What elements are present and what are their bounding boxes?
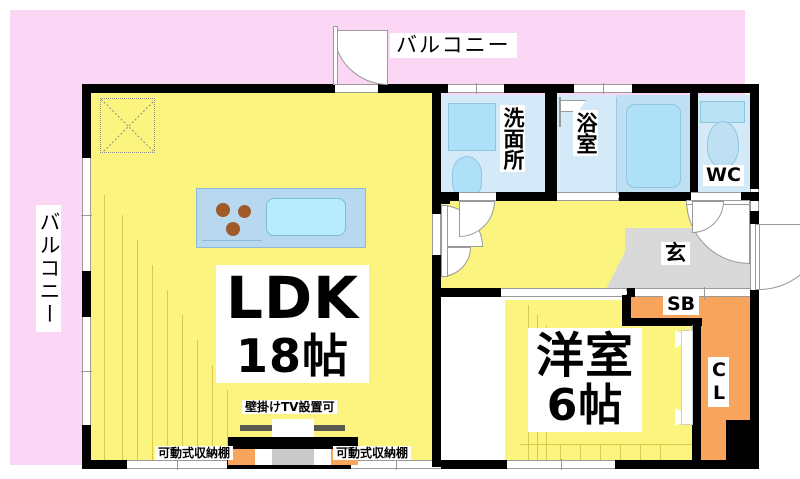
bedroom-window-bottom[interactable] — [507, 459, 615, 470]
wall-top-ldk-left — [90, 84, 335, 93]
ldk-window-bottom-left[interactable] — [127, 459, 227, 470]
wall-below-washroom — [441, 192, 459, 201]
washroom-label: 洗面所 — [500, 105, 525, 172]
tv-cabinet-top — [228, 437, 358, 449]
wall-ldk-right-upper — [432, 84, 441, 214]
ldk-name: LDK — [226, 264, 360, 332]
storage-note-left: 可動式収納棚 — [155, 446, 234, 460]
closet-foot — [700, 420, 726, 460]
wall-bedroom-closet — [692, 323, 701, 465]
wall-top-ldk-right — [378, 84, 440, 93]
bathroom-window[interactable] — [574, 83, 632, 94]
bedroom-size: 6帖 — [546, 380, 624, 431]
wall-shoebox-bottom — [622, 318, 702, 326]
washroom-window[interactable] — [448, 83, 504, 94]
wall-bottom-c — [441, 460, 507, 469]
shoebox-label: SB — [663, 294, 700, 315]
ldk-window-left-upper[interactable] — [81, 158, 92, 271]
wall-closet-right — [726, 420, 750, 465]
entrance-label: 玄 — [661, 242, 690, 265]
stove-burner-left — [216, 203, 230, 217]
tv-cabinet-body — [272, 449, 314, 465]
balcony-door-leaf — [333, 26, 338, 85]
wall-hall-bedroom-a — [441, 288, 501, 297]
bathtub — [626, 104, 681, 188]
washroom-door-opening[interactable] — [459, 192, 496, 201]
stove-burner-right — [238, 205, 251, 218]
balcony-left-label: バルコニー — [36, 205, 61, 332]
storage-note-right: 可動式収納棚 — [333, 446, 412, 460]
wall-left-b — [82, 271, 91, 317]
toilet-bowl — [707, 121, 739, 168]
kitchen-sink — [266, 198, 346, 236]
bath-door-opening[interactable] — [557, 192, 619, 201]
wall-top-wet-c — [632, 84, 750, 93]
bathroom-label: 浴室 — [573, 110, 598, 156]
bathroom-door-post — [559, 97, 561, 127]
wall-right-c — [750, 290, 759, 469]
tv-cabinet-gap-right — [314, 449, 331, 465]
front-door-arc — [759, 224, 800, 290]
front-door-leaf — [755, 224, 760, 290]
ldk-balcony-door-opening[interactable] — [335, 84, 378, 93]
wall-top-wet-a — [440, 84, 448, 93]
wall-below-bath-left — [496, 192, 558, 201]
ldk-hall-door-opening[interactable] — [432, 214, 441, 255]
balcony-top-label: バルコニー — [390, 33, 517, 58]
wall-below-bath-right — [619, 192, 691, 201]
ldk-window-bottom-right[interactable] — [351, 459, 441, 470]
wall-hall-left-stub — [441, 192, 450, 204]
closet-door-panel[interactable] — [681, 330, 693, 425]
tv-cabinet-gap-left — [255, 449, 272, 465]
wall-washroom-bath — [545, 93, 557, 195]
wall-left-a — [82, 84, 91, 158]
wall-bottom-d — [615, 460, 750, 469]
wall-right-a — [750, 84, 759, 189]
tv-mount-bracket — [272, 419, 314, 437]
ldk-window-left-lower[interactable] — [81, 317, 92, 425]
closet-label: CL — [708, 357, 730, 407]
wall-right-b — [750, 211, 759, 224]
wall-below-wc — [741, 192, 759, 201]
toilet-label: WC — [703, 165, 744, 186]
bath-inner-divider — [616, 97, 617, 192]
ldk-label: LDK 18帖 — [216, 264, 370, 383]
movable-shelf-left — [228, 449, 255, 465]
bedroom-label: 洋室 6帖 — [528, 328, 643, 432]
bedroom-name: 洋室 — [536, 328, 635, 384]
wall-hall-bedroom-b — [627, 288, 635, 297]
ldk-size: 18帖 — [236, 329, 350, 383]
wall-left-c — [82, 425, 91, 469]
structure-dotted-box — [100, 98, 155, 153]
washer-space — [448, 103, 496, 151]
wall-shoebox-left — [622, 295, 631, 323]
bedroom-door-opening[interactable] — [501, 288, 627, 297]
wall-bath-wc — [690, 93, 698, 195]
stove-burner-front — [226, 222, 240, 236]
wall-bottom-a — [82, 460, 127, 469]
wall-ldk-right-lower — [432, 255, 441, 467]
kitchen-edge-line — [202, 240, 262, 241]
toilet-tank — [700, 101, 745, 123]
tv-mount-note: 壁掛けTV設置可 — [242, 400, 338, 414]
ldk-door-leaf — [441, 205, 448, 277]
wall-top-wet-b — [504, 84, 574, 93]
